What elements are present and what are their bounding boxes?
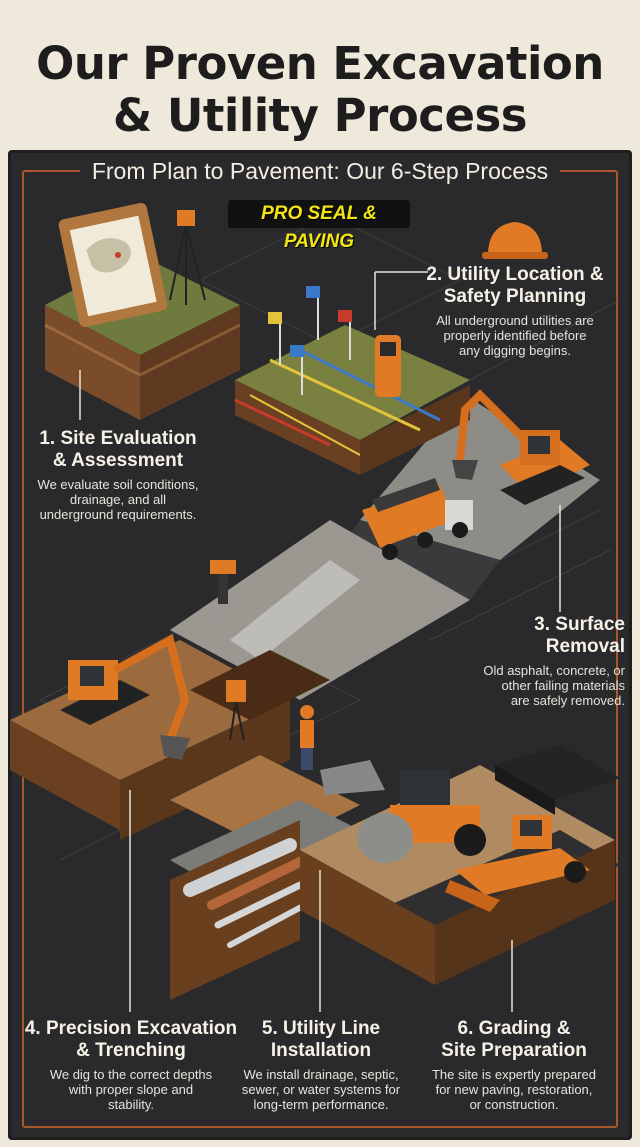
- step-4-title-line-1: 4. Precision Excavation: [24, 1018, 238, 1039]
- step-6-desc-line-2: for new paving, restoration,: [435, 1082, 593, 1097]
- step-6-title-line-2: Site Preparation: [441, 1040, 587, 1061]
- title-line-1: Our Proven Excavation: [36, 37, 604, 90]
- page-title: Our Proven Excavation & Utility Process: [0, 38, 640, 142]
- step-1-title-line-2: & Assessment: [52, 450, 184, 471]
- subtitle-text: From Plan to Pavement: Our 6-Step Proces…: [79, 157, 561, 185]
- jackhammer: [210, 560, 236, 625]
- utility-location-block: [234, 222, 548, 475]
- step-3-title-line-1: 3. Surface: [534, 614, 625, 635]
- step-4-desc-line-2: with proper slope and: [68, 1082, 194, 1097]
- site-evaluation-block: [44, 202, 241, 420]
- step-2-desc-line-2: properly identified before: [443, 328, 587, 343]
- step-1-title-line-1: 1. Site Evaluation: [39, 428, 197, 449]
- step-3: 3. Surface Removal Old asphalt, concrete…: [455, 614, 625, 708]
- brand-logo: PRO SEAL & PAVING: [228, 200, 410, 252]
- step-2-desc-line-1: All underground utilities are: [436, 313, 594, 328]
- step-4-desc-line-1: We dig to the correct depths: [49, 1067, 213, 1082]
- step-3-desc-line-2: other failing materials: [501, 678, 625, 693]
- step-6-desc-line-1: The site is expertly prepared: [431, 1067, 597, 1082]
- step-1-desc-line-3: underground requirements.: [39, 507, 197, 522]
- step-1-desc-line-1: We evaluate soil conditions,: [37, 477, 199, 492]
- step-4-title-line-2: & Trenching: [76, 1040, 186, 1061]
- subtitle-banner: From Plan to Pavement: Our 6-Step Proces…: [0, 157, 640, 185]
- title-line-2: & Utility Process: [112, 89, 528, 142]
- step-5-title-line-1: 5. Utility Line: [261, 1018, 381, 1039]
- step-6: 6. Grading & Site Preparation The site i…: [420, 1018, 608, 1112]
- step-2-desc-line-3: any digging begins.: [458, 343, 572, 358]
- step-6-description: The site is expertly prepared for new pa…: [420, 1067, 608, 1112]
- step-5-title-line-2: Installation: [270, 1040, 372, 1061]
- utility-pipes: [170, 800, 360, 1000]
- step-6-title-line-1: 6. Grading &: [457, 1018, 571, 1039]
- step-5-desc-line-2: sewer, or water systems for: [241, 1082, 401, 1097]
- step-2: 2. Utility Location & Safety Planning Al…: [410, 264, 620, 358]
- step-3-description: Old asphalt, concrete, or other failing …: [455, 663, 625, 708]
- step-2-description: All underground utilities are properly i…: [410, 313, 620, 358]
- step-4-description: We dig to the correct depths with proper…: [22, 1067, 240, 1112]
- grading-area: [300, 745, 620, 985]
- step-5: 5. Utility Line Installation We install …: [232, 1018, 410, 1112]
- step-2-title-line-2: Safety Planning: [443, 286, 587, 307]
- step-4: 4. Precision Excavation & Trenching We d…: [22, 1018, 240, 1112]
- step-6-desc-line-3: or construction.: [469, 1097, 559, 1112]
- step-3-desc-line-3: are safely removed.: [510, 693, 625, 708]
- step-5-desc-line-3: long-term performance.: [253, 1097, 389, 1112]
- step-1: 1. Site Evaluation & Assessment We evalu…: [18, 428, 218, 522]
- surface-removal-equipment: [362, 389, 590, 560]
- leader-lines: [79, 271, 561, 1012]
- step-1-desc-line-2: drainage, and all: [69, 492, 167, 507]
- step-2-title-line-1: 2. Utility Location &: [426, 264, 604, 285]
- step-3-desc-line-1: Old asphalt, concrete, or: [483, 663, 625, 678]
- excavation-trench: [10, 634, 385, 850]
- step-1-description: We evaluate soil conditions, drainage, a…: [18, 477, 218, 522]
- step-5-description: We install drainage, septic, sewer, or w…: [232, 1067, 410, 1112]
- step-3-title-line-2: Removal: [545, 636, 625, 657]
- step-4-desc-line-3: stability.: [108, 1097, 154, 1112]
- step-5-desc-line-1: We install drainage, septic,: [243, 1067, 399, 1082]
